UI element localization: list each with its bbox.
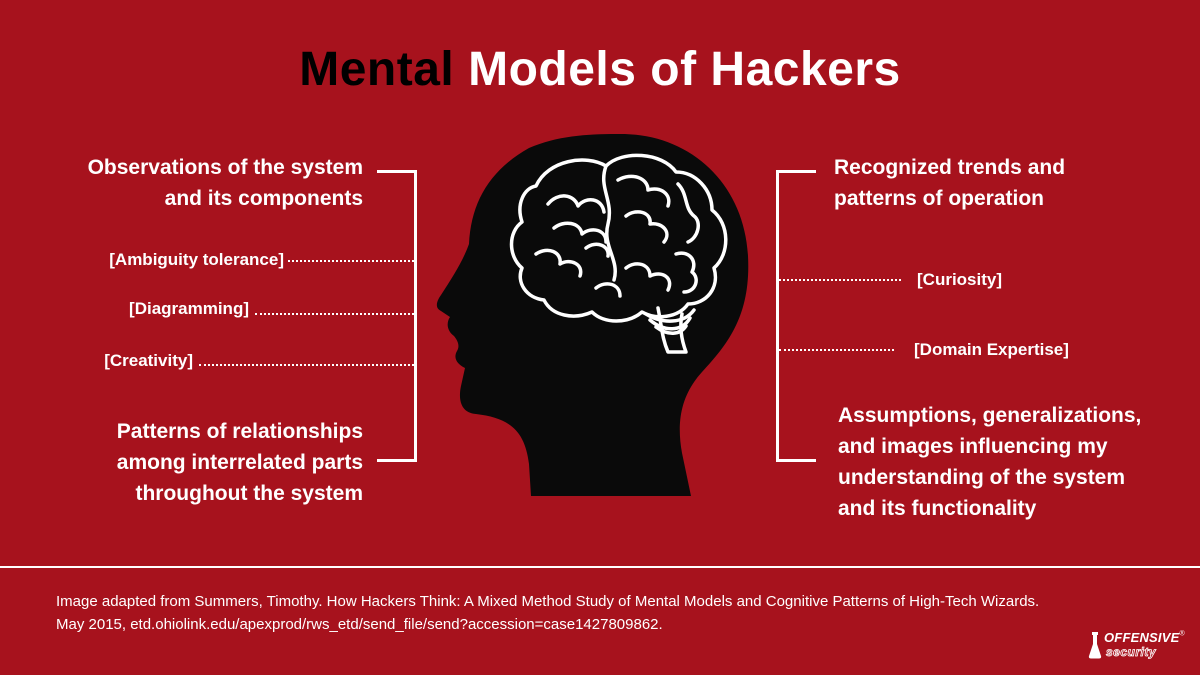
- right-bottom-heading-line: Assumptions, generalizations,: [838, 404, 1142, 427]
- dotted-connector: [779, 349, 894, 351]
- page-title: Mental Models of Hackers: [0, 42, 1200, 97]
- logo-text-secondary: security: [1106, 643, 1156, 661]
- logo-text: OFFENSIVE®: [1104, 629, 1185, 647]
- tag-domain-expertise: [Domain Expertise]: [914, 340, 1069, 359]
- dotted-connector: [288, 260, 414, 262]
- tag-creativity: [Creativity]: [104, 351, 193, 370]
- left-top-heading-line: and its components: [164, 187, 363, 210]
- tag-ambiguity-tolerance: [Ambiguity tolerance]: [109, 250, 284, 269]
- tag-curiosity: [Curiosity]: [917, 270, 1002, 289]
- left-bottom-heading: Patterns of relationships among interrel…: [40, 416, 363, 509]
- logo-trademark: ®: [1179, 630, 1185, 638]
- right-bracket-bottom: [776, 459, 816, 462]
- logo-word-security: security: [1106, 645, 1157, 660]
- right-bottom-heading-line: understanding of the system: [838, 466, 1126, 489]
- logo-word-offensive: OFFENSIVE: [1104, 630, 1180, 645]
- dotted-connector: [255, 313, 414, 315]
- right-bottom-heading-line: and its functionality: [838, 497, 1037, 520]
- offensive-security-logo: OFFENSIVE® security: [1088, 627, 1185, 663]
- left-top-heading-line: Observations of the system: [87, 156, 363, 179]
- left-bottom-heading-line: among interrelated parts: [116, 451, 363, 474]
- left-top-heading: Observations of the system and its compo…: [40, 152, 363, 214]
- flask-icon: [1088, 632, 1102, 659]
- citation-line: Image adapted from Summers, Timothy. How…: [56, 593, 1040, 610]
- right-top-heading-line: patterns of operation: [834, 187, 1045, 210]
- right-bottom-heading: Assumptions, generalizations, and images…: [838, 400, 1178, 524]
- right-bottom-heading-line: and images influencing my: [838, 435, 1108, 458]
- left-bottom-heading-line: Patterns of relationships: [116, 420, 363, 443]
- tag-diagramming: [Diagramming]: [129, 299, 249, 318]
- title-rest: Models of Hackers: [468, 43, 901, 96]
- footer-divider: [0, 566, 1200, 568]
- brain-icon: [509, 153, 728, 354]
- right-top-heading: Recognized trends and patterns of operat…: [834, 152, 1164, 214]
- dotted-connector: [199, 364, 414, 366]
- dotted-connector: [779, 279, 901, 281]
- left-bracket-top: [377, 170, 417, 173]
- citation-line: May 2015, etd.ohiolink.edu/apexprod/rws_…: [56, 616, 663, 633]
- left-bracket-spine: [414, 170, 417, 462]
- title-word-mental: Mental: [299, 43, 455, 96]
- left-bracket-bottom: [377, 459, 417, 462]
- right-top-heading-line: Recognized trends and: [834, 156, 1066, 179]
- citation: Image adapted from Summers, Timothy. How…: [56, 590, 1136, 636]
- right-bracket-top: [776, 170, 816, 173]
- left-bottom-heading-line: throughout the system: [135, 482, 363, 505]
- head-with-brain-icon: [436, 133, 749, 496]
- right-bracket-spine: [776, 170, 779, 462]
